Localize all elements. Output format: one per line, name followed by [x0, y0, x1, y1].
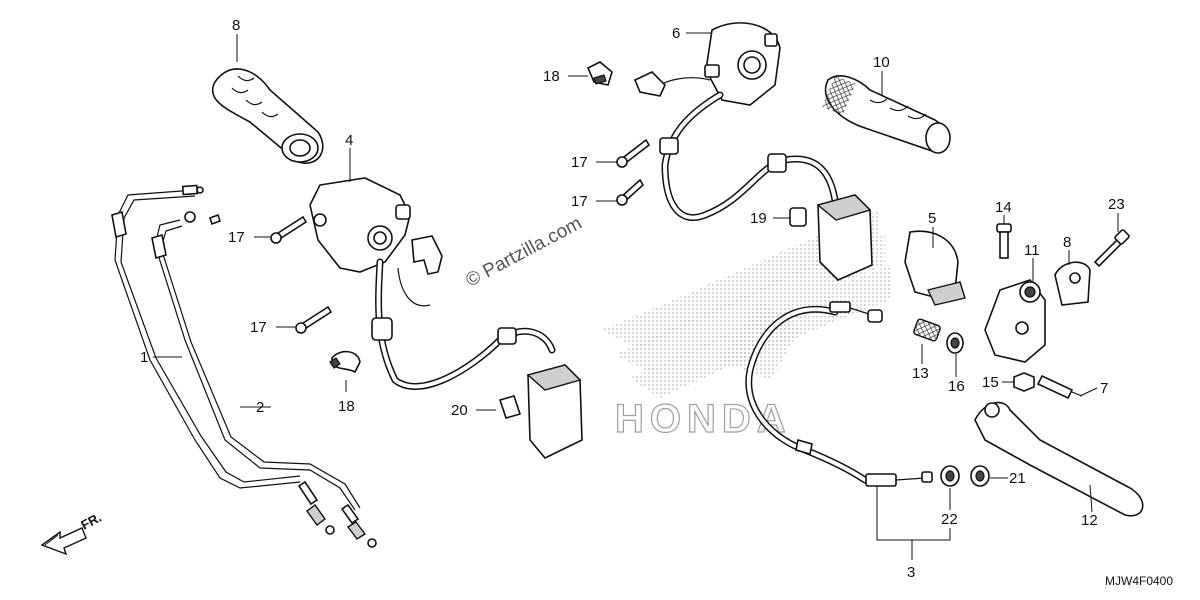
callout-14: 14 — [995, 199, 1012, 216]
lock-nut-16 — [946, 332, 964, 354]
clutch-lever-holder — [984, 279, 1046, 363]
callout-3: 3 — [907, 564, 915, 581]
watermark-text: © Partzilla.com — [462, 213, 585, 292]
clutch-switch-7 — [1036, 374, 1083, 400]
callout-10: 10 — [873, 54, 890, 71]
callout-4: 4 — [345, 132, 353, 149]
honda-logo-watermark: HONDA — [600, 210, 890, 442]
callout-15: 15 — [982, 374, 999, 391]
nut-21 — [940, 465, 990, 487]
callout-20: 20 — [451, 402, 468, 419]
clutch-lever-12 — [974, 401, 1144, 517]
throttle-cable-1 — [111, 184, 301, 489]
drawing-code: MJW4F0400 — [1105, 574, 1173, 588]
callout-17-right-lower: 17 — [571, 193, 588, 210]
left-switch-housing — [309, 177, 443, 275]
callout-18-right: 18 — [543, 68, 560, 85]
bolt-17-left-lower — [295, 305, 333, 334]
bolt-23 — [1093, 229, 1130, 268]
bolt-17-left-upper — [270, 215, 308, 244]
left-connector — [498, 364, 583, 459]
callout-12: 12 — [1081, 512, 1098, 529]
left-wiring-harness — [371, 258, 556, 390]
callout-17-left-lower: 17 — [250, 319, 267, 336]
pivot-bolt-14 — [996, 223, 1012, 259]
callout-6: 6 — [672, 25, 680, 42]
right-wiring-harness — [649, 77, 839, 221]
callout-11: 11 — [1024, 242, 1040, 259]
callout-9: 8 — [232, 17, 240, 34]
right-connector — [816, 194, 873, 281]
clutch-cable — [745, 301, 933, 487]
throttle-cable-2 — [151, 211, 361, 511]
connector-cap-19 — [789, 207, 807, 227]
right-grip — [822, 75, 951, 154]
clamp-18-right — [586, 61, 666, 97]
callout-labels: 8 4 1 2 17 17 18 20 6 18 17 17 19 10 5 1… — [140, 17, 1125, 581]
callout-13: 13 — [912, 365, 929, 382]
callout-19: 19 — [750, 210, 767, 227]
callout-18-left: 18 — [338, 398, 355, 415]
cable-adjuster-13 — [913, 318, 941, 342]
callout-22: 22 — [941, 511, 958, 528]
callout-17-left-upper: 17 — [228, 229, 245, 246]
bolt-17-right-upper — [616, 138, 651, 168]
callout-17-right-upper: 17 — [571, 154, 588, 171]
clamp-18-left — [329, 350, 361, 374]
throttle-cable-ends — [297, 480, 377, 548]
callout-1: 1 — [140, 349, 148, 366]
right-switch-housing — [704, 22, 781, 106]
callout-16: 16 — [948, 378, 965, 395]
dust-cover — [904, 230, 966, 306]
callout-21: 21 — [1009, 470, 1026, 487]
leader-lines — [153, 32, 1119, 560]
holder-clamp — [1054, 261, 1091, 306]
callout-7: 7 — [1100, 380, 1108, 397]
callout-8: 8 — [1063, 234, 1071, 251]
callout-2: 2 — [256, 399, 264, 416]
front-direction-arrow: FR. — [40, 510, 104, 556]
bolt-17-right-lower — [616, 178, 645, 206]
pivot-nut-15 — [1013, 372, 1035, 392]
callout-23: 23 — [1108, 196, 1125, 213]
callout-5: 5 — [928, 210, 936, 227]
left-grip — [212, 68, 324, 164]
